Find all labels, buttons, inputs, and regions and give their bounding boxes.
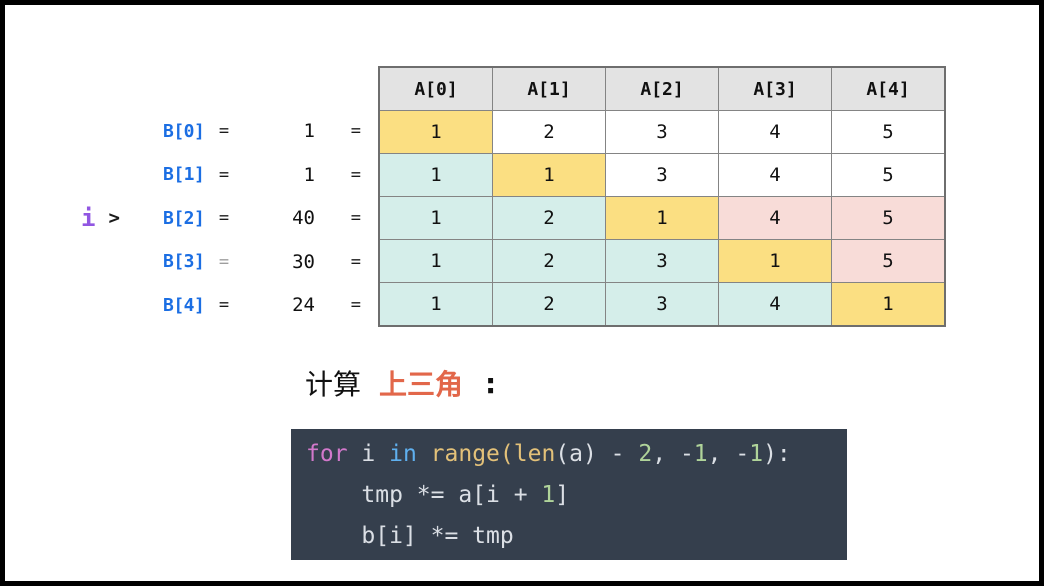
equals-sign: = xyxy=(218,164,230,185)
b-label: B[0] xyxy=(163,120,205,142)
column-header: A[0] xyxy=(378,66,493,111)
table-cell: 5 xyxy=(831,153,946,197)
code-token: in xyxy=(389,441,417,467)
column-header: A[4] xyxy=(831,66,946,111)
equals-sign: = xyxy=(350,251,361,272)
table-cell: 3 xyxy=(605,153,719,197)
code-token: (a) - xyxy=(555,441,639,467)
b-value: 1 xyxy=(303,163,315,186)
code-block: for i in range(len(a) - 2, -1, -1): tmp … xyxy=(291,429,847,560)
table-cell: 1 xyxy=(378,282,493,327)
code-token: len xyxy=(513,441,556,467)
code-token: 1 xyxy=(693,441,708,467)
table-cell: 1 xyxy=(831,282,946,327)
code-line: tmp *= a[i + 1] xyxy=(306,475,847,516)
equals-sign: = xyxy=(218,121,230,142)
table-cell: 1 xyxy=(378,239,493,283)
arrow-right-icon: > xyxy=(108,206,120,229)
code-token xyxy=(417,441,431,467)
code-line: b[i] *= tmp xyxy=(306,516,847,557)
table-cell: 3 xyxy=(605,282,719,327)
equals-sign: = xyxy=(350,121,361,142)
b-value: 30 xyxy=(292,250,315,273)
table-cell: 4 xyxy=(718,196,832,240)
b-row: B[4] = 24 = xyxy=(57,284,369,328)
table-cell: 4 xyxy=(718,110,832,154)
table-cell: 1 xyxy=(378,196,493,240)
b-row: B[1] = 1 = xyxy=(57,153,369,197)
table-cell: 2 xyxy=(492,239,606,283)
b-value: 40 xyxy=(292,207,315,230)
b-value: 24 xyxy=(292,294,315,317)
code-token: b[i] *= tmp xyxy=(306,523,514,549)
table-cell: 5 xyxy=(831,110,946,154)
equals-sign: = xyxy=(218,208,230,229)
equals-sign: = xyxy=(350,208,361,229)
b-rows: B[0]=1=B[1]=1=i>B[2]=40=B[3]=30=B[4]=24= xyxy=(57,110,369,328)
b-row: B[3] = 30 = xyxy=(57,240,369,284)
column-header: A[1] xyxy=(492,66,606,111)
table-cell: 1 xyxy=(492,153,606,197)
table-cell: 4 xyxy=(718,153,832,197)
b-label: B[4] xyxy=(163,294,205,316)
table-cell: 3 xyxy=(605,110,719,154)
code-token: 1 xyxy=(541,482,556,508)
equals-sign: = xyxy=(218,251,230,272)
code-token: range( xyxy=(430,441,514,467)
code-token: i xyxy=(347,441,390,467)
table-cell: 5 xyxy=(831,196,946,240)
b-label: B[3] xyxy=(163,251,205,273)
equals-sign: = xyxy=(218,295,230,316)
table-cell: 2 xyxy=(492,282,606,327)
column-header: A[3] xyxy=(718,66,832,111)
code-line: for i in range(len(a) - 2, -1, -1): xyxy=(306,434,847,475)
code-token: tmp *= a[i + xyxy=(306,482,542,508)
code-token: 1 xyxy=(749,441,764,467)
table-cell: 1 xyxy=(718,239,832,283)
b-label: B[2] xyxy=(163,207,205,229)
column-header: A[2] xyxy=(605,66,719,111)
table-cell: 3 xyxy=(605,239,719,283)
caption: 计算 上三角 : xyxy=(305,363,496,403)
table-cell: 1 xyxy=(378,110,493,154)
b-label: B[1] xyxy=(163,164,205,186)
code-token: , - xyxy=(707,441,750,467)
code-token: ] xyxy=(555,482,570,508)
b-row: i>B[2]=40= xyxy=(57,197,369,241)
b-row: B[0] = 1 = xyxy=(57,110,369,154)
code-token: for xyxy=(306,441,348,467)
equals-sign: = xyxy=(350,164,361,185)
table-cell: 1 xyxy=(605,196,719,240)
table-cell: 1 xyxy=(378,153,493,197)
table-cell: 5 xyxy=(831,239,946,283)
equals-sign: = xyxy=(350,295,361,316)
caption-prefix: 计算 xyxy=(305,368,362,401)
table-header-row: A[0]A[1]A[2]A[3]A[4] xyxy=(378,66,946,111)
code-token: 2 xyxy=(638,441,653,467)
caption-colon: : xyxy=(485,366,497,400)
table-cell: 2 xyxy=(492,110,606,154)
loop-index-marker: i> xyxy=(57,206,163,230)
caption-highlight: 上三角 xyxy=(379,368,464,401)
table-cell: 2 xyxy=(492,196,606,240)
code-token: ): xyxy=(763,441,791,467)
code-token: , - xyxy=(652,441,694,467)
table-cell: 4 xyxy=(718,282,832,327)
loop-variable-i: i xyxy=(81,204,96,233)
b-value: 1 xyxy=(303,120,315,143)
